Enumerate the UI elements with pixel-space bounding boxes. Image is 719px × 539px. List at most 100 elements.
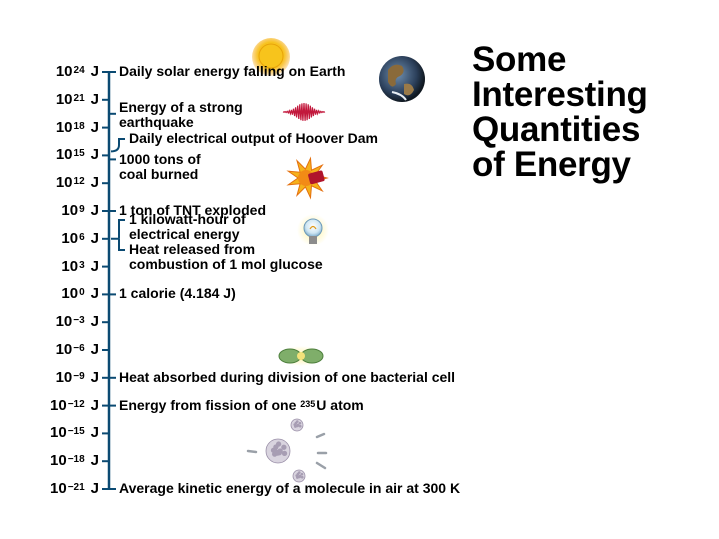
tick-exponent: −3: [73, 315, 85, 327]
nucleon: [281, 450, 288, 457]
tick-exponent: −15: [67, 426, 85, 438]
neutron-streak: [246, 449, 258, 454]
tick-base: 10: [61, 229, 79, 247]
nucleon: [294, 424, 298, 427]
neutron-streak: [315, 432, 326, 439]
annotation-line: Energy of a strong: [119, 98, 243, 115]
tick-base: 10: [50, 424, 67, 442]
tick-unit: J: [90, 63, 99, 80]
annotation-line: Daily solar energy falling on Earth: [119, 63, 346, 79]
tick-unit: J: [90, 341, 99, 358]
annotation-line: 1 ton of TNT exploded: [119, 202, 266, 218]
tick-exponent: 24: [73, 65, 85, 76]
annotation-text: U atom: [316, 396, 364, 413]
annotation-connector: [110, 138, 125, 153]
annotation-line: combustion of 1 mol glucose: [129, 256, 323, 272]
annotation-line: Daily electrical output of Hoover Dam: [129, 130, 378, 146]
tick-base: 10: [55, 368, 73, 386]
tick-exponent: −6: [73, 343, 85, 354]
energy-annotation: Heat absorbed during division of one bac…: [119, 369, 455, 385]
annotation-line: 1 kilowatt-hour of: [129, 211, 246, 227]
tick-unit: J: [90, 452, 99, 470]
title-line: Some: [472, 40, 567, 79]
seismograph-wave-icon: [282, 102, 326, 121]
tick-base: 10: [55, 174, 73, 192]
title-line: Quantities: [472, 110, 641, 149]
axis-tick-label: 1021 J: [55, 90, 99, 110]
tick-base: 10: [61, 257, 79, 275]
tick-exponent: 0: [79, 287, 85, 299]
bulb-base: [309, 236, 317, 244]
tick-base: 10: [55, 90, 73, 108]
earth-icon: [379, 56, 425, 102]
tick-unit: J: [90, 146, 99, 164]
annotation-connector: [111, 219, 125, 240]
energy-annotation: 1 calorie (4.184 J): [119, 286, 236, 301]
energy-annotation: Energy from fission of one 235U atom: [119, 396, 364, 415]
tick-base: 10: [55, 341, 73, 358]
tick-unit: J: [90, 285, 99, 303]
nucleon: [298, 421, 302, 425]
tick-unit: J: [90, 424, 99, 442]
tick-unit: J: [90, 257, 99, 275]
bulb-glass: [303, 218, 323, 238]
nucleon: [294, 421, 298, 425]
light-bulb-icon: [297, 214, 329, 246]
bulb-filament: [309, 225, 317, 230]
uranium-nucleus: [265, 438, 291, 464]
tick-unit: J: [90, 90, 99, 108]
tick-base: 10: [61, 285, 79, 303]
cell-center: [297, 352, 305, 360]
nucleon: [281, 444, 287, 450]
tick-exponent: 3: [79, 259, 85, 271]
nucleon: [296, 475, 300, 478]
annotation-line: electrical energy: [129, 226, 240, 242]
energy-annotation: 1 ton of TNT exploded: [119, 203, 266, 218]
nucleon: [296, 472, 300, 476]
tick-exponent: −18: [67, 454, 85, 466]
tick-exponent: 12: [73, 176, 85, 188]
fission-fragment: [290, 418, 304, 432]
annotation-line: earthquake: [119, 113, 194, 130]
sun-disk: [258, 43, 284, 69]
nucleon: [298, 424, 302, 428]
tick-base: 10: [50, 396, 67, 414]
tick-exponent: 21: [73, 92, 85, 104]
title-line: Interesting: [472, 75, 648, 114]
axis-tick-label: 10−18 J: [50, 453, 99, 471]
tick-unit: J: [90, 396, 99, 414]
tick-exponent: −9: [73, 370, 85, 382]
annotation-line: coal burned: [119, 166, 199, 183]
nucleon: [273, 449, 279, 455]
tick-exponent: 9: [79, 204, 85, 215]
nucleon: [300, 472, 304, 476]
tick-exponent: −21: [67, 482, 85, 493]
energy-annotation: Daily electrical output of Hoover Dam: [129, 131, 378, 146]
annotation-connector: [118, 238, 125, 251]
tick-unit: J: [90, 313, 99, 331]
isotope-mass-number: 235: [300, 398, 316, 409]
nucleon: [273, 444, 279, 450]
coal-lump: [308, 170, 325, 185]
tick-base: 10: [50, 452, 67, 470]
coal-fire-icon: [286, 156, 329, 200]
annotation-text: Energy from fission of one: [119, 396, 301, 413]
tick-base: 10: [55, 146, 73, 164]
